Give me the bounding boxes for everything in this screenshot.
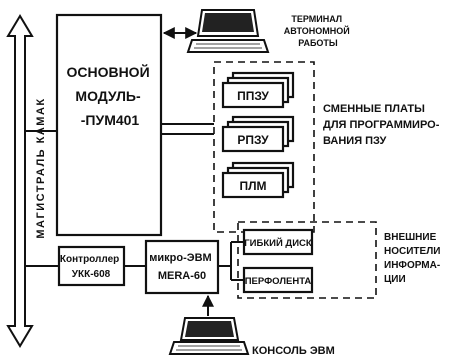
- board-rpzu-label: РПЗУ: [237, 133, 269, 147]
- boards-caption-line-2: ДЛЯ ПРОГРАММИРО-: [323, 119, 440, 131]
- console-icon: [170, 318, 248, 354]
- terminal-label: ТЕРМИНАЛ АВТОНОМНОЙ РАБОТЫ: [284, 14, 352, 48]
- external-media-line-1: ВНЕШНИЕ: [384, 232, 437, 243]
- boards-caption-line-3: ВАНИЯ ПЗУ: [323, 135, 387, 147]
- camac-bus: [8, 16, 32, 346]
- controller-line-2: УКК-608: [72, 269, 111, 280]
- external-media-caption: ВНЕШНИЕ НОСИТЕЛИ ИНФОРМА- ЦИИ: [384, 232, 443, 285]
- terminal-icon: [188, 10, 268, 52]
- main-module-line-2: МОДУЛЬ-: [75, 88, 141, 104]
- external-media-line-4: ЦИИ: [384, 274, 406, 285]
- main-module-line-1: ОСНОВНОЙ: [66, 63, 149, 80]
- terminal-line-2: АВТОНОМНОЙ: [284, 25, 350, 36]
- board-ppzu-label: ППЗУ: [237, 89, 269, 103]
- boards-caption-line-1: СМЕННЫЕ ПЛАТЫ: [323, 103, 425, 115]
- controller-line-1: Контроллер: [60, 254, 119, 265]
- external-media-line-3: ИНФОРМА-: [384, 260, 440, 271]
- micro-computer-line-1: микро-ЭВМ: [149, 252, 211, 264]
- console-label: КОНСОЛЬ ЭВМ: [252, 345, 335, 357]
- micro-computer-block: [146, 241, 218, 293]
- floppy-disk-label: ГИБКИЙ ДИСК: [244, 237, 312, 249]
- punched-tape-label: ПЕРФОЛЕНТА: [245, 276, 312, 287]
- terminal-line-1: ТЕРМИНАЛ: [291, 14, 342, 24]
- external-media-line-2: НОСИТЕЛИ: [384, 246, 440, 257]
- main-module-line-3: -ПУМ401: [81, 112, 140, 128]
- boards-caption: СМЕННЫЕ ПЛАТЫ ДЛЯ ПРОГРАММИРО- ВАНИЯ ПЗУ: [323, 103, 442, 147]
- terminal-line-3: РАБОТЫ: [298, 38, 338, 48]
- camac-bus-label: МАГИСТРАЛЬ КАМАК: [35, 97, 47, 238]
- micro-computer-line-2: MERA-60: [158, 270, 206, 282]
- board-plm-label: ПЛМ: [239, 179, 266, 193]
